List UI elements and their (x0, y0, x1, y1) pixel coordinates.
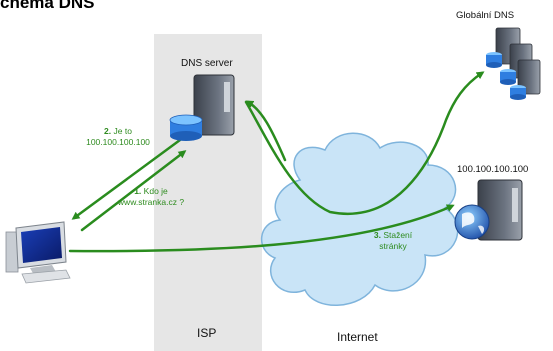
web-server-ip-label: 100.100.100.100 (457, 164, 529, 175)
dns-server-icon (169, 74, 235, 141)
web-server-icon (454, 179, 523, 241)
step1-value: www.stranka.cz ? (117, 196, 185, 207)
step1-label: 1. Kdo je www.stranka.cz ? (110, 186, 192, 207)
isp-label: ISP (197, 326, 217, 340)
arrow-global-dns (244, 71, 485, 215)
step2-text: Je to (113, 126, 132, 136)
step3-number: 3. (373, 230, 381, 240)
step1-text: Kdo je (143, 186, 168, 196)
computer-icon (5, 221, 71, 284)
step3-label: 3. Stažení stránky (362, 230, 424, 251)
step2-value: 100.100.100.100 (86, 136, 150, 147)
step3-text: Stažení (383, 230, 413, 240)
global-dns-servers-icon (486, 27, 541, 100)
internet-cloud-icon (260, 132, 459, 306)
dns-server-label: DNS server (181, 58, 233, 69)
internet-label: Internet (337, 330, 378, 344)
arrow-step2 (71, 138, 182, 220)
step3-value: stránky (379, 240, 407, 251)
step2-label: 2. Je to 100.100.100.100 (78, 126, 158, 147)
arrow-step1 (80, 150, 187, 232)
step1-number: 1. (134, 186, 142, 196)
arrow-return-dns (245, 100, 287, 162)
step2-number: 2. (104, 126, 112, 136)
global-dns-label: Globální DNS (456, 10, 515, 21)
arrow-step3 (68, 204, 455, 253)
page-title: chéma DNS (0, 0, 95, 12)
arrows (68, 71, 485, 253)
